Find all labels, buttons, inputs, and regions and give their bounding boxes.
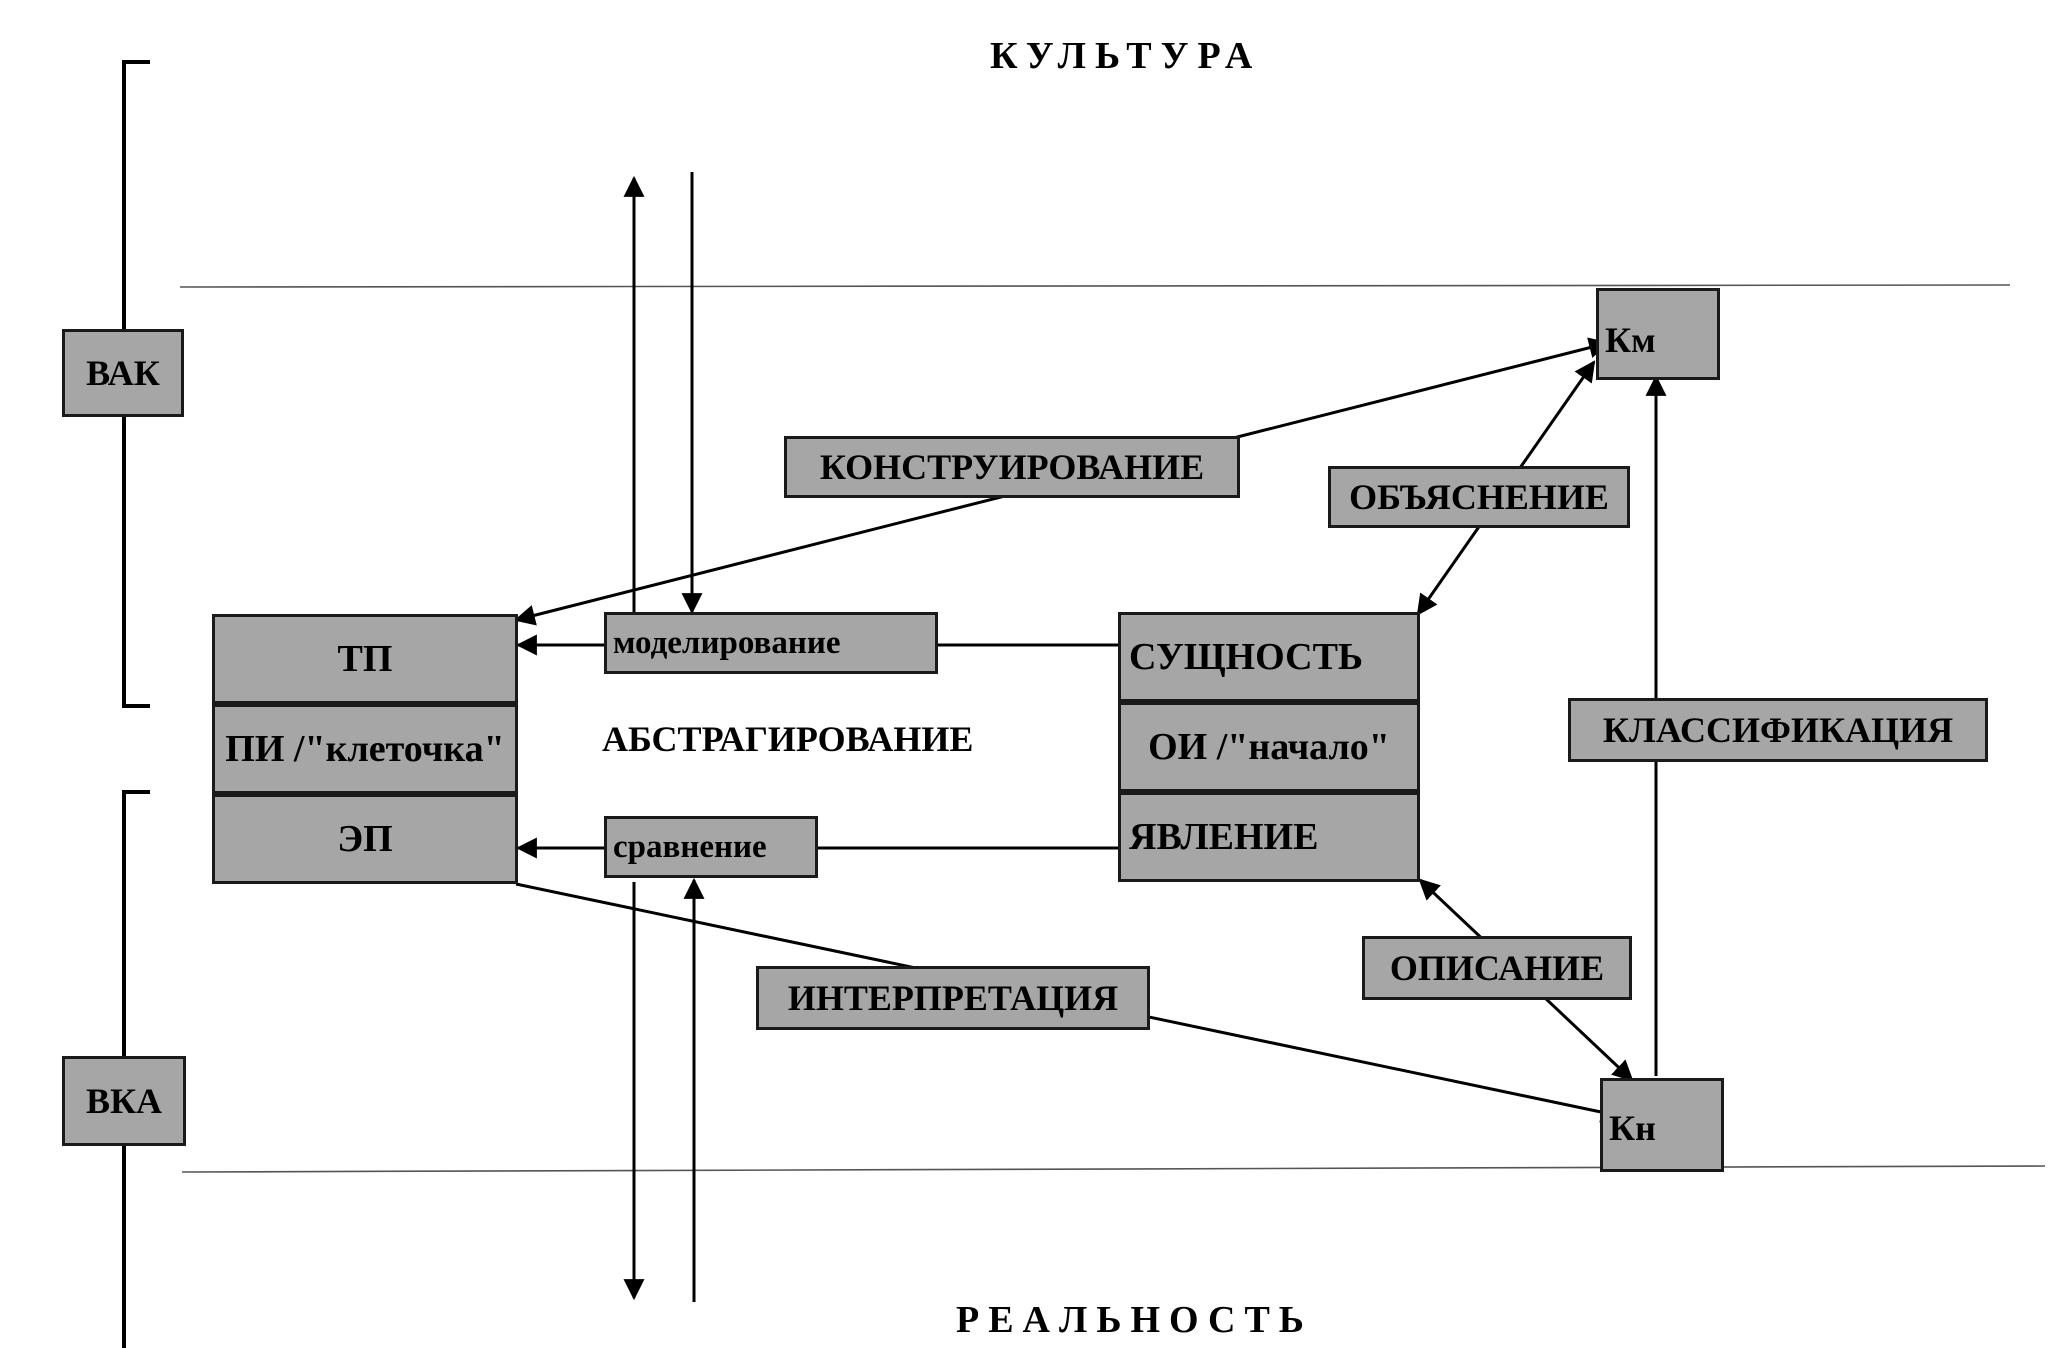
comparison-label: сравнение — [604, 816, 818, 878]
kn-box: Кн — [1600, 1078, 1724, 1172]
initial-abstraction-cell: ПИ /"клеточка" — [212, 704, 518, 794]
phenomenon-cell: ЯВЛЕНИЕ — [1118, 792, 1420, 882]
abstracting-label: АБСТРАГИРОВАНИЕ — [602, 719, 974, 759]
reality-boundary-line — [181, 1165, 2046, 1173]
vak-label: ВАК — [62, 329, 184, 417]
classification-label: КЛАССИФИКАЦИЯ — [1568, 698, 1988, 762]
research-object-cell: ОИ /"начало" — [1118, 702, 1420, 792]
culture-boundary-line — [179, 284, 2011, 288]
empirical-subject-cell: ЭП — [212, 794, 518, 884]
culture-heading: КУЛЬТУРА — [990, 35, 1262, 77]
vka-label: ВКА — [62, 1056, 186, 1146]
constructing-label: КОНСТРУИРОВАНИЕ — [784, 436, 1240, 498]
essence-cell: СУЩНОСТЬ — [1118, 612, 1420, 702]
description-label: ОПИСАНИЕ — [1362, 936, 1632, 1000]
explanation-label: ОБЪЯСНЕНИЕ — [1328, 466, 1630, 528]
theoretical-subject-cell: ТП — [212, 614, 518, 704]
km-box: Км — [1596, 288, 1720, 380]
modeling-label: моделирование — [604, 612, 938, 674]
reality-heading: РЕАЛЬНОСТЬ — [956, 1299, 1313, 1341]
interpretation-label: ИНТЕРПРЕТАЦИЯ — [756, 966, 1150, 1030]
